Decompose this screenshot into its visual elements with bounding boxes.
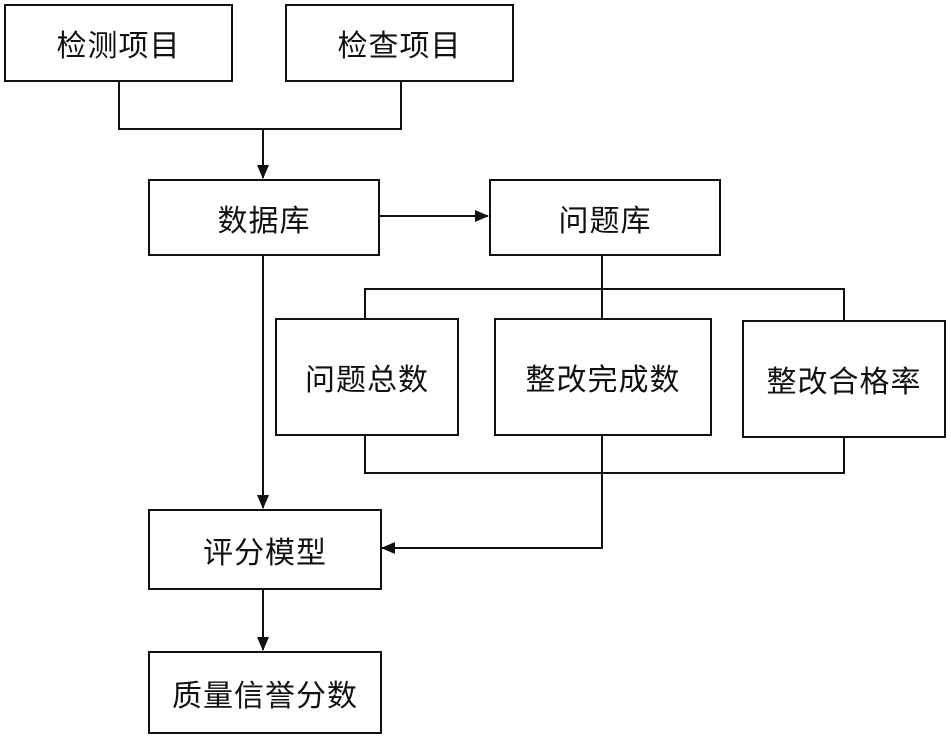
rectification-pass-rate-label: 整改合格率: [766, 365, 922, 400]
quality-credit-score-box: 质量信誉分数: [148, 651, 382, 734]
total-problems-label: 问题总数: [305, 363, 429, 398]
inspection-items-box: 检测项目: [4, 4, 233, 82]
problem-library-box: 问题库: [489, 179, 721, 256]
database-box: 数据库: [148, 179, 380, 256]
edge-merge-bracket-bottom: [364, 436, 845, 474]
edge-branch-bracket-top: [364, 288, 845, 320]
quality-credit-score-label: 质量信誉分数: [172, 678, 358, 714]
rectification-completed-label: 整改完成数: [525, 363, 681, 398]
scoring-model-box: 评分模型: [148, 509, 382, 590]
rectification-pass-rate-box: 整改合格率: [742, 320, 946, 438]
edge-inspection-to-merge: [118, 82, 402, 130]
problem-library-label: 问题库: [558, 203, 652, 239]
scoring-model-label: 评分模型: [203, 535, 327, 571]
edge-metrics-to-scoring-model: [381, 436, 603, 554]
inspection-items-label: 检测项目: [56, 29, 181, 64]
rectification-completed-box: 整改完成数: [494, 318, 712, 436]
check-items-label: 检查项目: [337, 29, 462, 64]
total-problems-box: 问题总数: [275, 318, 459, 436]
check-items-box: 检查项目: [285, 4, 514, 82]
database-label: 数据库: [217, 203, 311, 239]
